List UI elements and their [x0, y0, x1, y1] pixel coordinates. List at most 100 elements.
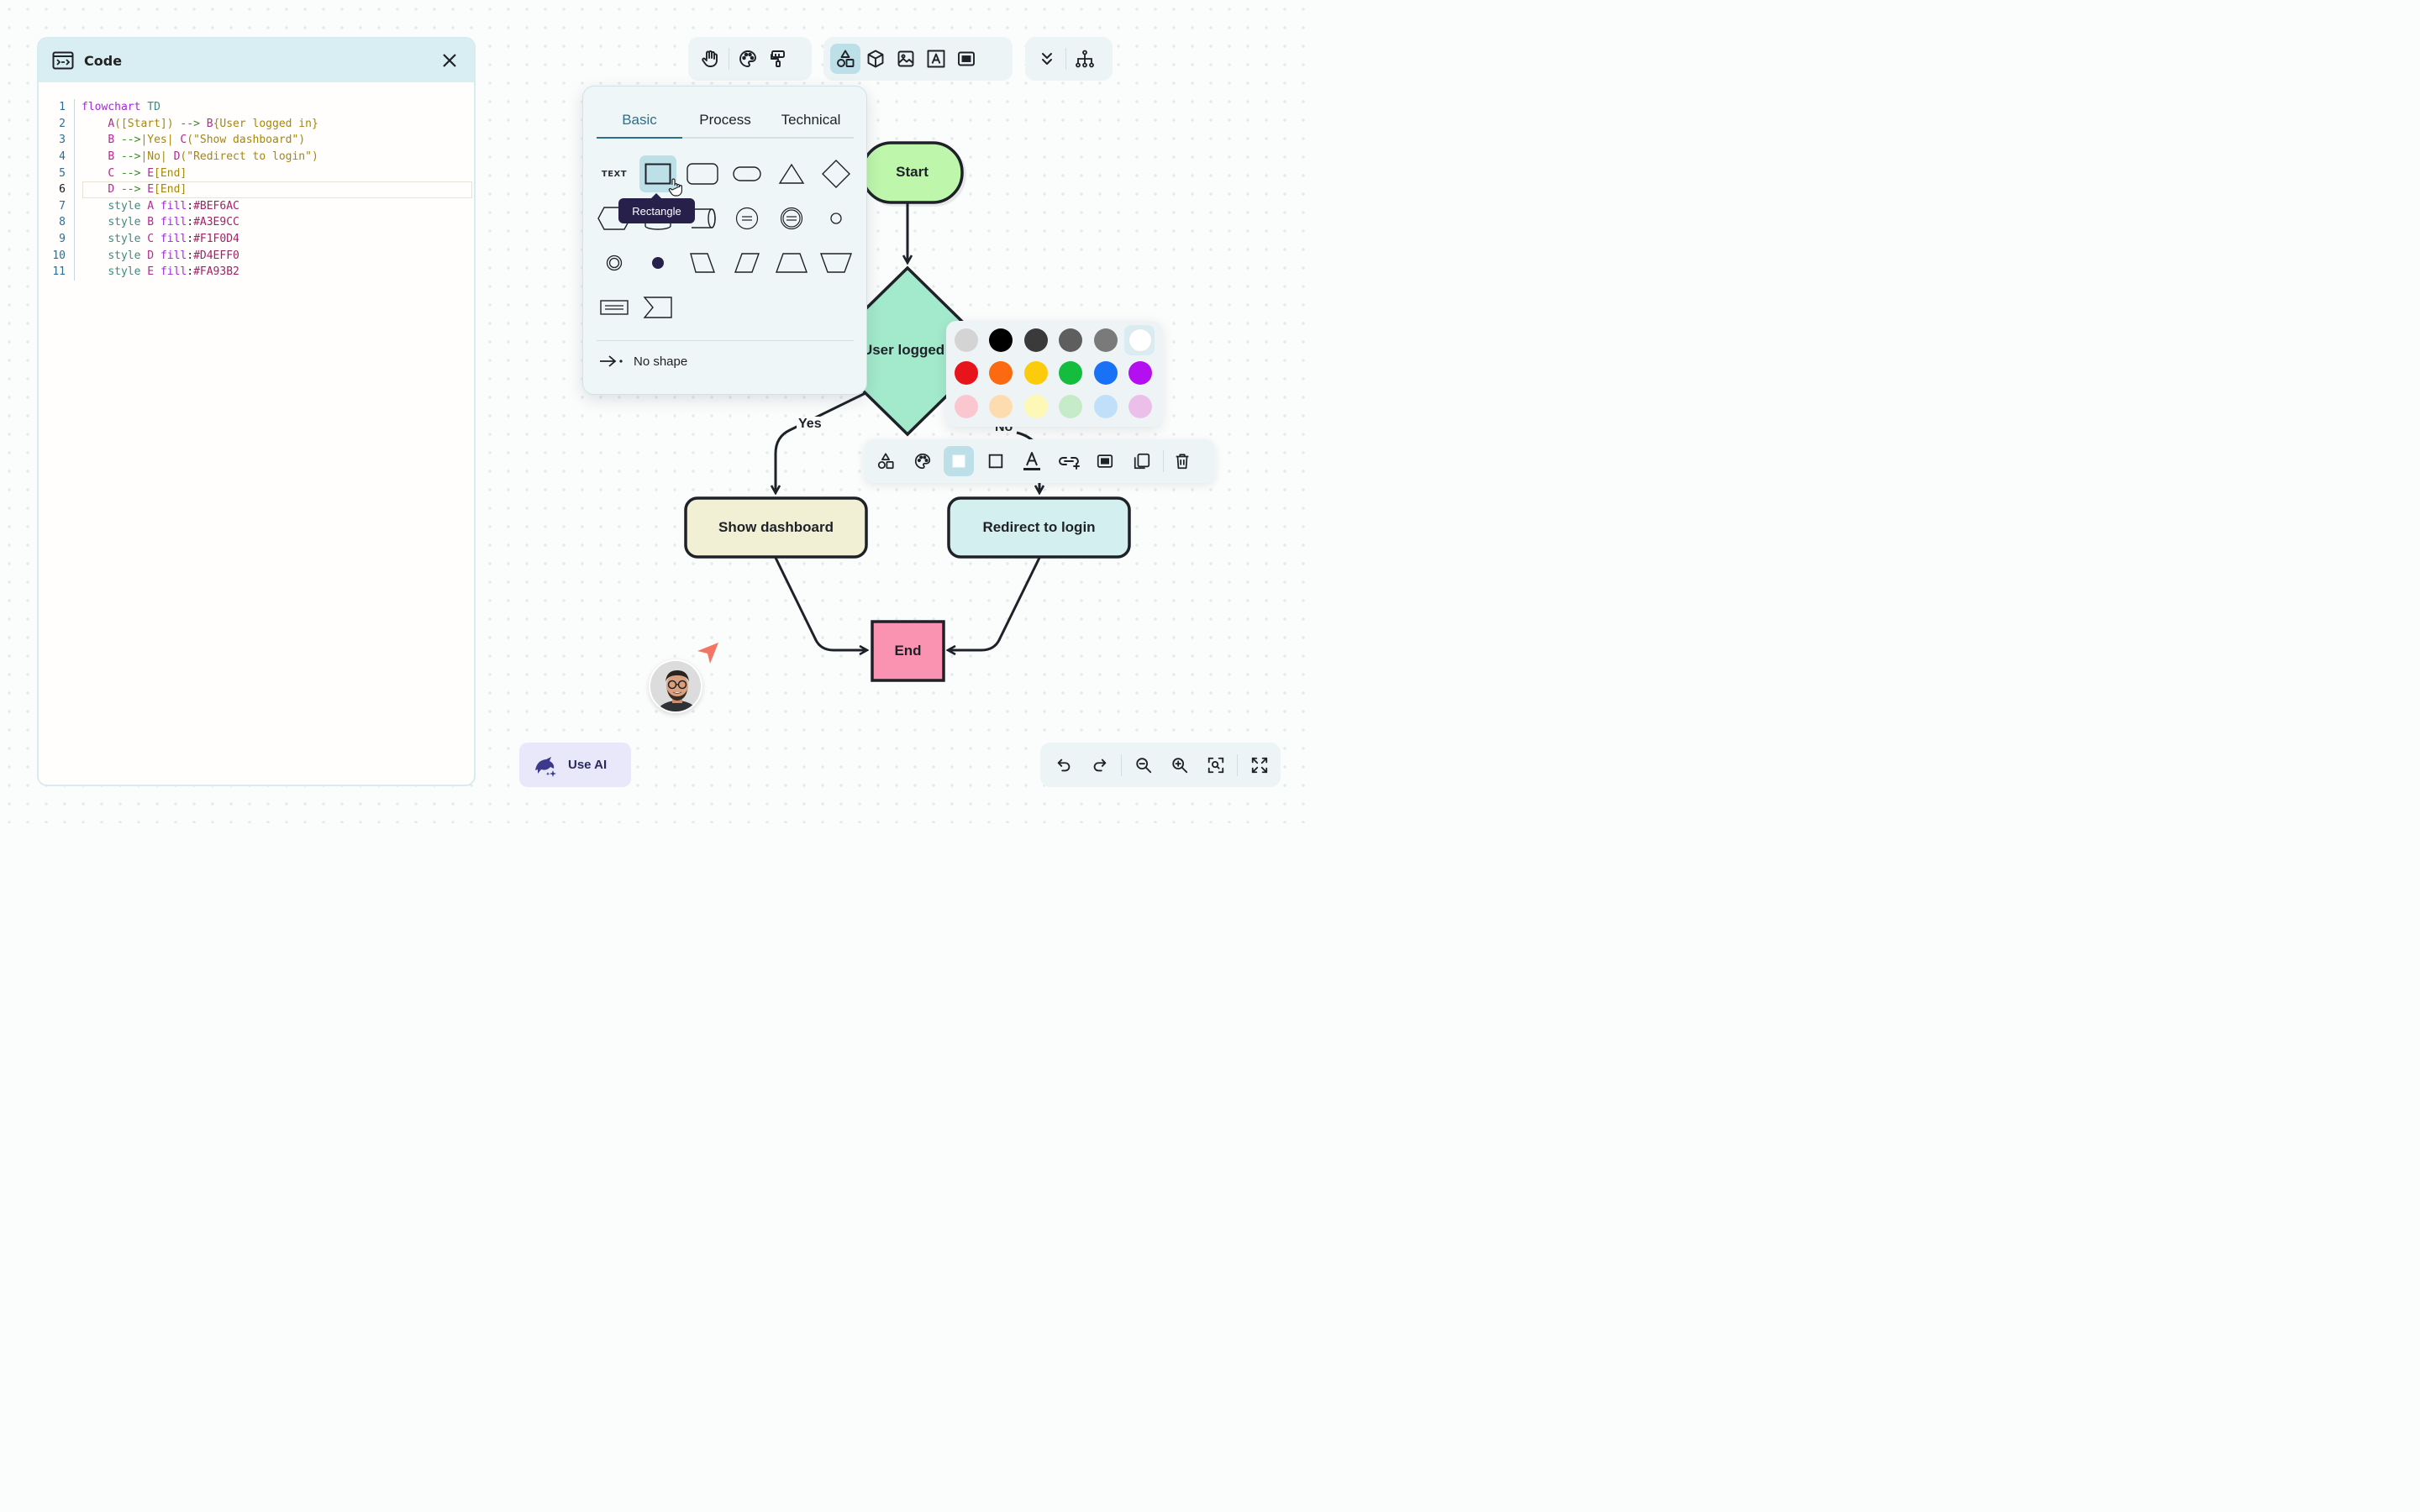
hand-icon[interactable] — [695, 44, 725, 74]
color-swatch[interactable] — [989, 361, 1013, 386]
line-number: 2 — [59, 117, 66, 130]
code-text: A([Start]) --> B{User logged in} — [74, 115, 474, 133]
undo-icon[interactable] — [1049, 750, 1078, 780]
fullscreen-icon[interactable] — [1244, 750, 1274, 780]
palette-icon[interactable] — [908, 446, 938, 476]
shape-rounded-rectangle[interactable] — [684, 155, 721, 192]
pointer-cursor-icon — [668, 178, 682, 197]
image-icon[interactable] — [891, 44, 921, 74]
code-line[interactable]: 11 style E fill:#FA93B2 — [39, 263, 474, 281]
shape-small-circle[interactable] — [818, 200, 855, 237]
color-swatch[interactable] — [955, 328, 978, 352]
code-line[interactable]: 4 B -->|No| D("Redirect to login") — [39, 148, 474, 165]
border-icon[interactable] — [981, 446, 1011, 476]
shape-stadium[interactable] — [729, 155, 765, 192]
shape-circle-line[interactable] — [729, 200, 765, 237]
close-icon[interactable] — [437, 48, 462, 73]
shapes-icon[interactable] — [830, 44, 860, 74]
shape-filled-circle[interactable] — [639, 244, 676, 281]
line-number: 7 — [59, 199, 66, 213]
tab-basic[interactable]: Basic — [597, 108, 682, 139]
code-line[interactable]: 5 C --> E[End] — [39, 165, 474, 181]
line-number: 6 — [59, 183, 66, 197]
tab-technical[interactable]: Technical — [781, 112, 841, 128]
trash-icon[interactable] — [1167, 446, 1197, 476]
color-swatch[interactable] — [1059, 361, 1083, 386]
edge-yes-label[interactable]: Yes — [797, 417, 823, 432]
node-redirect-label[interactable]: Redirect to login — [982, 519, 1096, 535]
duplicate-icon[interactable] — [1127, 446, 1157, 476]
zoom-fit-icon[interactable] — [1201, 750, 1230, 780]
color-swatch[interactable] — [1023, 394, 1048, 418]
palette-icon[interactable] — [733, 44, 763, 74]
code-line[interactable]: 9 style C fill:#F1F0D4 — [39, 230, 474, 248]
tab-process[interactable]: Process — [699, 112, 751, 128]
use-ai-label: Use AI — [568, 758, 608, 772]
shape-horizontal-cylinder[interactable] — [684, 200, 721, 237]
color-swatch[interactable] — [1128, 361, 1152, 386]
shape-parallelogram[interactable] — [729, 244, 765, 281]
color-swatch[interactable] — [955, 361, 978, 386]
color-swatch[interactable] — [1059, 394, 1083, 418]
toolbar-group-insert — [823, 37, 1013, 81]
zoom-controls — [1040, 743, 1281, 787]
zoom-in-icon[interactable] — [1165, 750, 1194, 780]
shape-double-circle[interactable] — [596, 244, 633, 281]
paint-roller-icon[interactable] — [763, 44, 793, 74]
chevrons-down-icon[interactable] — [1032, 44, 1062, 74]
no-shape-option[interactable]: No shape — [598, 354, 687, 369]
code-line[interactable]: 2 A([Start]) --> B{User logged in} — [39, 115, 474, 133]
color-swatch[interactable] — [1023, 361, 1048, 386]
shape-text[interactable]: TEXT — [596, 155, 633, 192]
text-box-icon[interactable] — [921, 44, 951, 74]
redo-icon[interactable] — [1085, 750, 1114, 780]
color-swatch[interactable] — [989, 328, 1013, 352]
node-end — [871, 620, 945, 682]
shape-rectangle[interactable] — [639, 155, 676, 192]
node-dashboard-label[interactable]: Show dashboard — [718, 519, 834, 535]
shape-triangle[interactable] — [773, 155, 810, 192]
node-start-label[interactable]: Start — [896, 164, 929, 180]
code-text: style C fill:#F1F0D4 — [74, 230, 474, 248]
avatar[interactable] — [649, 659, 702, 713]
sitemap-icon[interactable] — [1070, 44, 1100, 74]
code-line[interactable]: 3 B -->|Yes| C("Show dashboard") — [39, 132, 474, 149]
node-decision-label[interactable]: User logged in — [861, 342, 962, 358]
color-swatch[interactable] — [1059, 328, 1083, 352]
color-swatch[interactable] — [955, 394, 978, 418]
shape-trapezoid-left[interactable] — [684, 244, 721, 281]
sparkle-dolphin-icon — [535, 756, 556, 777]
code-line[interactable]: 10 style D fill:#D4EFF0 — [39, 247, 474, 264]
add-shape-icon[interactable] — [871, 446, 901, 476]
shape-lined-rectangle[interactable] — [596, 289, 633, 326]
shape-diamond[interactable] — [818, 155, 855, 192]
color-swatch[interactable] — [1093, 328, 1118, 352]
embed-icon[interactable] — [1090, 446, 1120, 476]
popover-divider — [597, 340, 854, 341]
node-end-label[interactable]: End — [894, 643, 922, 659]
shape-double-circle-line[interactable] — [773, 200, 810, 237]
use-ai-button[interactable]: Use AI — [519, 743, 631, 787]
code-line[interactable]: 7 style A fill:#BEF6AC — [39, 197, 474, 215]
embed-icon[interactable] — [951, 44, 981, 74]
text-color-icon[interactable] — [1017, 446, 1047, 476]
color-swatch[interactable] — [1128, 328, 1152, 352]
shape-trapezoid[interactable] — [773, 244, 810, 281]
color-swatch[interactable] — [1093, 394, 1118, 418]
color-swatch[interactable] — [989, 394, 1013, 418]
node-redirect — [947, 496, 1131, 559]
shape-flag[interactable] — [639, 289, 676, 326]
color-swatch[interactable] — [1093, 361, 1118, 386]
zoom-out-icon[interactable] — [1128, 750, 1158, 780]
code-line[interactable]: 8 style B fill:#A3E9CC — [39, 214, 474, 231]
code-line[interactable]: 6 D --> E[End] — [39, 181, 474, 198]
color-swatch[interactable] — [1023, 328, 1048, 352]
fill-icon[interactable] — [944, 446, 974, 476]
shape-inverted-trapezoid[interactable] — [818, 244, 855, 281]
color-swatch[interactable] — [1128, 394, 1152, 418]
cube-icon[interactable] — [860, 44, 891, 74]
toolbar-divider — [1237, 753, 1239, 776]
link-icon[interactable] — [1054, 446, 1084, 476]
